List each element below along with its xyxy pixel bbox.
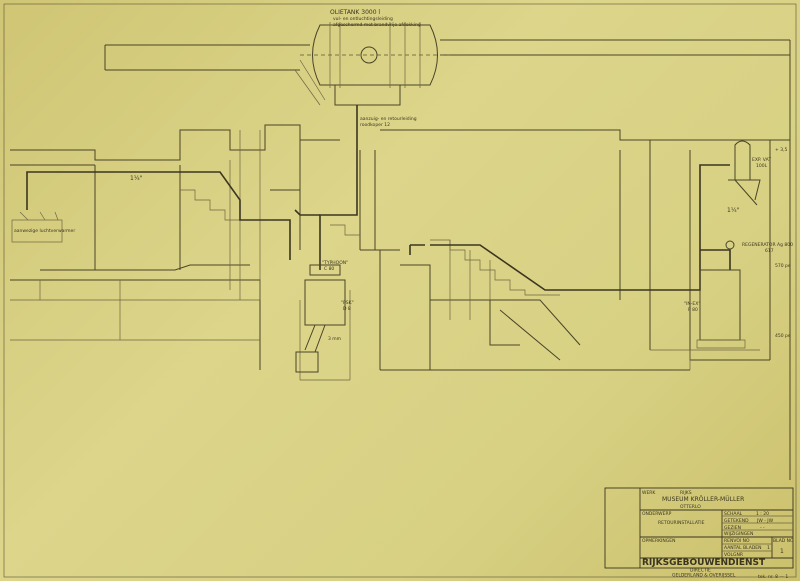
label-pipe-left: 1¼" (130, 175, 143, 182)
aantal-label: AANTAL BLADEN (724, 545, 762, 551)
label-typhoon: "TYPHOON" (322, 260, 348, 266)
onderwerp-label: ONDERWERP (642, 511, 672, 517)
oil-pipes: aanzuig- en retourleiding roodkoper 12 1… (26, 105, 740, 291)
getekend: JW - JW (756, 518, 774, 524)
schaal: 1 : 20 (756, 511, 769, 517)
label-boiler-sub: P 80 (688, 307, 698, 313)
label-regenerator: REGENERATOR Ag 800 (742, 242, 793, 248)
label-exp-vessel-sub: 100L (756, 163, 768, 169)
agency-sub-1: DIRECTIE (690, 568, 711, 574)
tank-note-1: vul- en ontluchtingsleiding (333, 16, 393, 22)
boiler-room-equipment: "TYPHOON" C 80 "PSK" D 8 3 mm (295, 260, 354, 373)
blad-label: BLAD NO (773, 538, 794, 544)
sheet-border (3, 3, 797, 578)
air-heater: aanwezige luchtverwarmer (11, 211, 75, 243)
building-outline (10, 39, 791, 480)
wijzigingen-label: WIJZIGINGEN (724, 531, 753, 537)
drawing-number: tek. nr. 8 — 1 (758, 574, 788, 580)
label-suction-return-2: roodkoper 12 (360, 122, 390, 128)
level-450: 450 pe (775, 333, 791, 339)
blad: 1 (780, 548, 784, 555)
label-exp-vessel: EXP. VAT (752, 157, 771, 163)
level-570: 570 pe (775, 263, 791, 269)
label-psk-sub: D 8 (343, 306, 351, 312)
renvoi-label: RENVOI NO (724, 538, 750, 544)
getekend-label: GETEKEND (724, 518, 749, 524)
label-psk: "PSK" (341, 300, 354, 306)
tank-note-2: afgeschermd met brandvrije afdekking (333, 22, 421, 28)
label-typhoon-sub: C 80 (324, 266, 334, 272)
onderwerp: RETOURINSTALLATIE (658, 520, 705, 526)
werk-line-1: RIJKS (680, 490, 692, 496)
volgnr-label: VOLGNR (724, 552, 743, 558)
label-pipe-right: 1¼" (727, 207, 740, 214)
werk-line-3: OTTERLO (680, 504, 701, 510)
aantal: 1 (767, 545, 770, 551)
oil-tank: OLIETANK 3000 l vul- en ontluchtingsleid… (294, 9, 450, 106)
gezien: - - (760, 526, 765, 531)
stairs (180, 189, 560, 320)
agency-name: RIJKSGEBOUWENDIENST (642, 558, 766, 568)
tank-title: OLIETANK 3000 l (330, 9, 380, 16)
level-top: + 3,5 (775, 147, 787, 153)
agency-sub-2: GELDERLAND & OVERIJSSEL (672, 573, 736, 579)
label-air-heater: aanwezige luchtverwarmer (14, 228, 75, 234)
werk-line-2: MUSEUM KRÖLLER-MÜLLER (662, 496, 744, 503)
label-flue: 3 mm (328, 336, 341, 342)
gezien-label: GEZIEN (724, 525, 741, 531)
werk-label: WERK (642, 490, 656, 496)
schaal-label: SCHAAL (724, 511, 743, 517)
label-boiler: "IN-EX" (684, 301, 700, 307)
opmerkingen-label: OPMERKINGEN (642, 538, 675, 544)
label-suction-return: aanzuig- en retourleiding (360, 116, 417, 122)
label-regenerator-sub: 617 (765, 248, 774, 254)
heating-equipment: EXP. VAT 100L REGENERATOR Ag 800 617 "IN… (684, 140, 793, 349)
title-block: WERK RIJKS MUSEUM KRÖLLER-MÜLLER OTTERLO… (604, 487, 794, 580)
